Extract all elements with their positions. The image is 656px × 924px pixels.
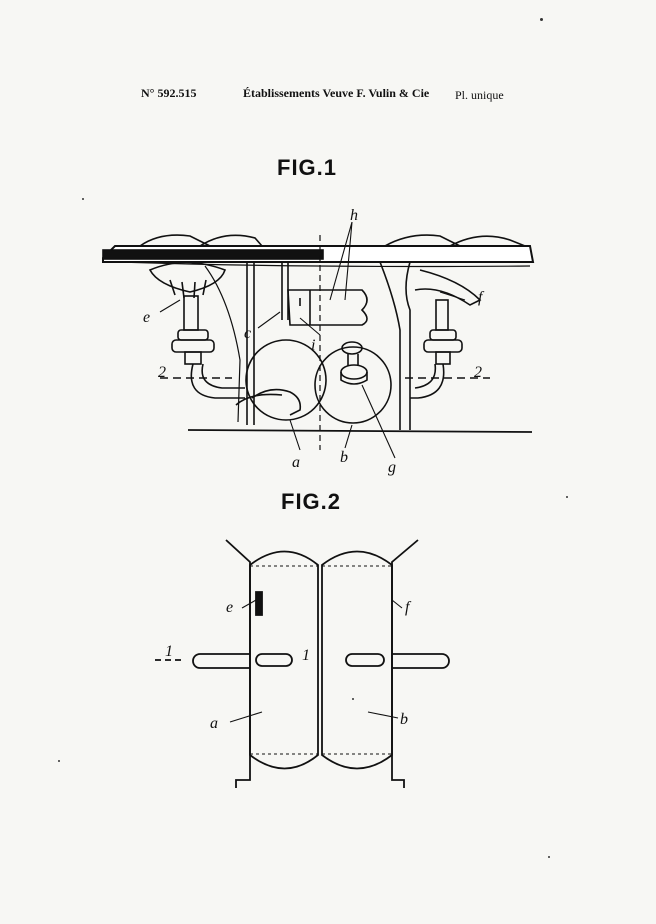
left-feed-pipe [190, 363, 245, 399]
left-burner-bowl [148, 261, 227, 293]
pipe-right [392, 653, 442, 669]
nozzle-e [255, 591, 263, 616]
label-f: f [478, 289, 485, 306]
pipe-left [200, 653, 250, 669]
right-feed-pipe [410, 363, 445, 399]
housing-h [287, 289, 368, 326]
figure-2-title: FIG.2 [281, 489, 342, 514]
label-section-2-left: 2 [158, 364, 166, 381]
scan-speck [58, 760, 60, 762]
fig2-label-a: a [210, 715, 218, 732]
right-burner-grate [384, 234, 461, 247]
left-burner-grate [139, 234, 211, 247]
slot-right [345, 653, 385, 667]
fig2-label-b: b [400, 711, 408, 728]
fig2-label-e: e [226, 599, 233, 616]
patent-number: N° 592.515 [141, 86, 197, 100]
fig2-label-1-left: 1 [165, 643, 173, 660]
right-support [379, 261, 401, 430]
cylinder-a [245, 339, 327, 421]
scan-speck [82, 198, 84, 200]
scan-speck [352, 698, 354, 700]
figure-1-title: FIG.1 [277, 155, 338, 180]
floor-line [187, 429, 533, 433]
frame-left [225, 539, 251, 788]
plate-label: Pl. unique [455, 88, 504, 102]
scan-speck [566, 496, 568, 498]
sheet-header: N° 592.515 Établissements Veuve F. Vulin… [0, 86, 656, 106]
frame-right [391, 539, 419, 788]
label-c: c [244, 325, 251, 342]
label-b: b [340, 449, 348, 466]
cylinder-b-plan [321, 550, 393, 770]
label-g: g [388, 459, 396, 476]
scan-speck [540, 18, 543, 21]
label-section-2-right: 2 [474, 364, 482, 381]
label-a: a [292, 454, 300, 471]
fig2-label-f: f [405, 599, 412, 616]
applicant-name: Établissements Veuve F. Vulin & Cie [243, 86, 430, 100]
label-e: e [143, 309, 150, 326]
scan-speck [548, 856, 550, 858]
label-h: h [350, 207, 358, 224]
stove-top-dark-band [102, 249, 324, 260]
slot-left [255, 653, 293, 667]
fig2-label-1-mid: 1 [302, 647, 310, 664]
cylinder-a-plan [249, 550, 319, 770]
valve-g-top [341, 341, 363, 355]
label-i: i [311, 337, 315, 354]
cylinder-b [314, 346, 392, 424]
